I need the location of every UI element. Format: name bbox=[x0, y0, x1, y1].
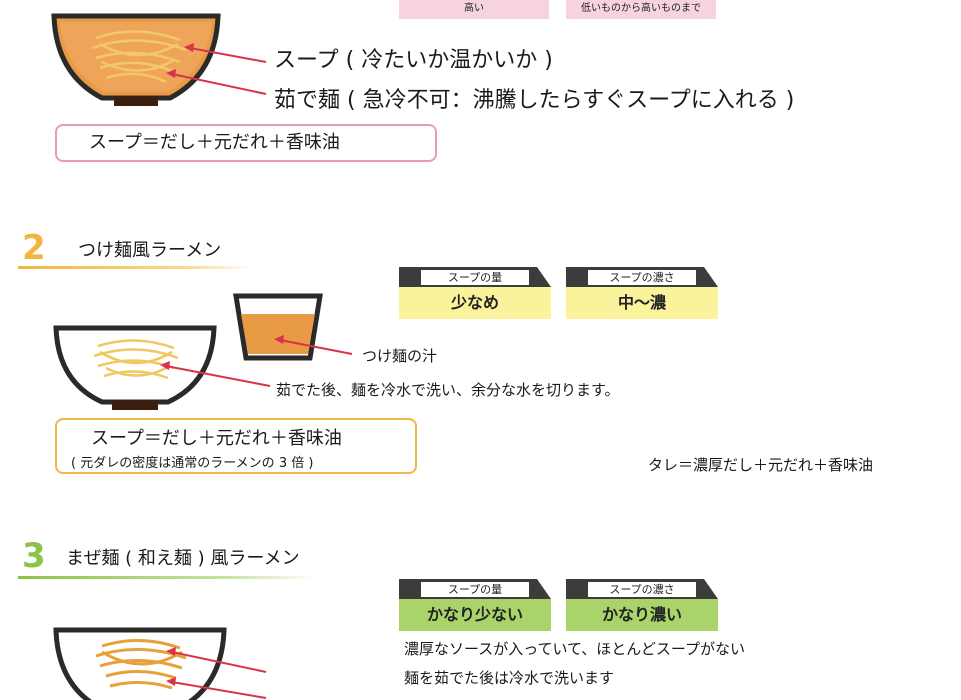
badge-value: かなり少ない bbox=[399, 599, 551, 631]
bowl-illustration-2 bbox=[53, 325, 217, 410]
badge-soup-strength-2: スープの濃さ 中〜濃 bbox=[566, 267, 718, 319]
formula-box-1: スープ＝だし＋元だれ＋香味油 bbox=[55, 124, 437, 162]
section-underline-3 bbox=[18, 576, 318, 579]
section-number-3: 3 bbox=[22, 536, 46, 576]
formula-line-1: スープ＝だし＋元だれ＋香味油 bbox=[91, 428, 342, 449]
arrow-noodle-1 bbox=[166, 69, 267, 95]
badge-value: 中〜濃 bbox=[566, 287, 718, 319]
badge-header: スープの量 bbox=[421, 582, 529, 597]
label-tare: タレ＝濃厚だし＋元だれ＋香味油 bbox=[648, 456, 874, 474]
arrow-dip bbox=[274, 335, 353, 355]
label-noodle: 茹で麺 ( 急冷不可：沸騰したらすぐスープに入れる ) bbox=[274, 88, 795, 113]
badge-value: 少なめ bbox=[399, 287, 551, 319]
desc-sauce: 濃厚なソースが入っていて、ほとんどスープがない bbox=[404, 640, 745, 658]
tag-high: 高い bbox=[399, 0, 549, 19]
badge-soup-amount-3: スープの量 かなり少ない bbox=[399, 579, 551, 631]
section-number-2: 2 bbox=[22, 228, 46, 268]
badge-header: スープの濃さ bbox=[588, 582, 696, 597]
section-title-2: つけ麺風ラーメン bbox=[78, 240, 222, 261]
formula-box-2: スープ＝だし＋元だれ＋香味油 ( 元ダレの密度は通常のラーメンの 3 倍 ) bbox=[55, 418, 417, 474]
arrow-noodle-2 bbox=[160, 361, 271, 387]
badge-header: スープの濃さ bbox=[588, 270, 696, 285]
label-dipping-sauce: つけ麺の汁 bbox=[362, 347, 438, 365]
bowl-illustration-3 bbox=[53, 627, 227, 700]
arrow-noodle-3 bbox=[166, 677, 267, 699]
desc-rinse: 麺を茹でた後は冷水で洗います bbox=[404, 669, 615, 687]
badge-header: スープの量 bbox=[421, 270, 529, 285]
arrow-sauce-3 bbox=[166, 647, 267, 673]
badge-value: かなり濃い bbox=[566, 599, 718, 631]
tag-range: 低いものから高いものまで bbox=[566, 0, 716, 19]
section-underline-2 bbox=[18, 266, 254, 269]
label-soup: スープ ( 冷たいか温かいか ) bbox=[274, 48, 553, 73]
section-title-3: まぜ麺 ( 和え麺 ) 風ラーメン bbox=[66, 548, 300, 569]
badge-soup-strength-3: スープの濃さ かなり濃い bbox=[566, 579, 718, 631]
formula-line-2: ( 元ダレの密度は通常のラーメンの 3 倍 ) bbox=[71, 456, 314, 471]
arrow-soup-1 bbox=[184, 43, 267, 63]
label-noodle-2: 茹でた後、麺を冷水で洗い、余分な水を切ります。 bbox=[276, 381, 620, 399]
badge-soup-amount-2: スープの量 少なめ bbox=[399, 267, 551, 319]
